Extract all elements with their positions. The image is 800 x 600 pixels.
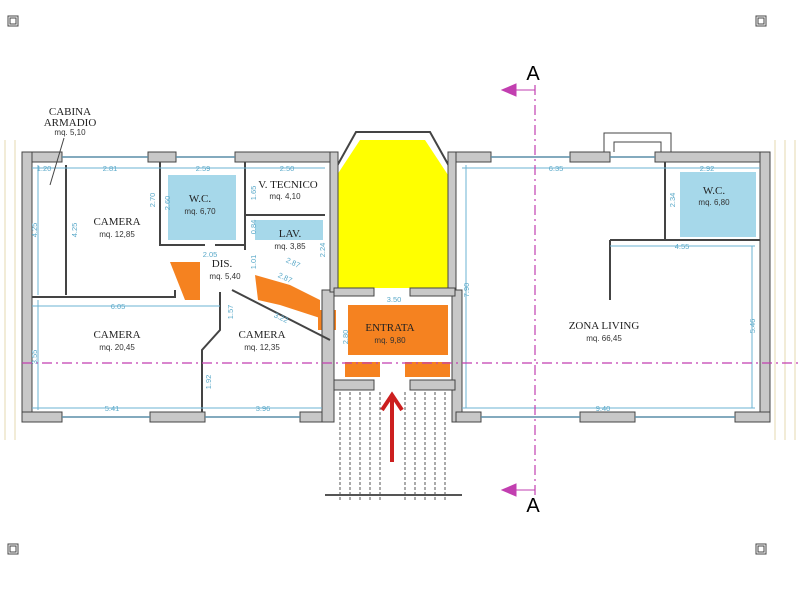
wc2-fill <box>680 172 756 237</box>
room-living-name: ZONA LIVING <box>569 320 640 332</box>
lav-fill <box>255 220 323 240</box>
room-entrata-name: ENTRATA <box>365 322 414 334</box>
dimension-label: 2.92 <box>700 164 715 173</box>
dimension-label: 1.65 <box>249 186 258 201</box>
section-label-bottom: A <box>526 495 540 517</box>
dimension-label: 4.25 <box>30 223 39 238</box>
room-lav-area: mq. 3,85 <box>274 242 306 251</box>
dimension-label: 3.96 <box>256 404 271 413</box>
dimension-label: 1.92 <box>204 375 213 390</box>
dimension-label: 2.34 <box>668 193 677 208</box>
dimension-lines <box>32 165 760 410</box>
section-label-top: A <box>526 63 540 85</box>
dimension-label: 6.05 <box>111 302 126 311</box>
room-dis-name: DIS. <box>212 258 233 270</box>
dimension-label: 2.50 <box>280 164 295 173</box>
dimension-label: 4.55 <box>675 242 690 251</box>
room-living-area: mq. 66,45 <box>586 334 622 343</box>
entrance-stairs <box>339 392 446 500</box>
dimension-label: 5.46 <box>748 319 757 334</box>
dimension-label: 3.55 <box>30 350 39 365</box>
dimension-label: 5.41 <box>105 404 120 413</box>
dimension-label: 0.84 <box>249 220 258 235</box>
room-camera3-name: CAMERA <box>238 329 285 341</box>
dimension-label: 2.24 <box>318 243 327 258</box>
room-entrata-area: mq. 9,80 <box>374 336 406 345</box>
room-camera2-name: CAMERA <box>93 329 140 341</box>
room-cabina-name2: ARMADIO <box>44 117 97 129</box>
dimension-label: 2.59 <box>196 164 211 173</box>
dimension-label: 2.05 <box>203 250 218 259</box>
dimension-label: 9.40 <box>596 404 611 413</box>
dimension-label: 2.80 <box>341 330 350 345</box>
room-wc1-area: mq. 6,70 <box>184 207 216 216</box>
windows <box>62 156 735 418</box>
wc1-fill <box>168 175 236 240</box>
partitions <box>32 162 760 412</box>
room-camera2-area: mq. 20,45 <box>99 343 135 352</box>
chimney <box>603 132 672 152</box>
section-arrow-icon <box>500 83 535 497</box>
dimension-labels: 1.20 2.81 2.59 2.50 4.25 4.25 2.70 2.60 … <box>30 164 757 413</box>
entrance-fill <box>170 262 450 377</box>
room-cabina-area: mq. 5,10 <box>54 128 86 137</box>
room-camera3-area: mq. 12,35 <box>244 343 280 352</box>
room-vtecnico-name: V. TECNICO <box>258 179 318 191</box>
dimension-label: 1.01 <box>249 255 258 270</box>
dimension-label: 3.22 <box>273 311 290 325</box>
room-vtecnico-area: mq. 4,10 <box>269 192 301 201</box>
dimension-label: 2.60 <box>163 196 172 211</box>
room-camera1-area: mq. 12,85 <box>99 230 135 239</box>
dimension-label: 1.20 <box>37 164 52 173</box>
stair-core-fill <box>337 140 448 288</box>
dimension-label: 7.90 <box>462 283 471 298</box>
exterior-hatching <box>4 140 796 440</box>
dimension-label: 2.87 <box>285 256 302 270</box>
dimension-label: 2.70 <box>148 193 157 208</box>
dimension-label: 1.57 <box>226 305 235 320</box>
leader-line <box>49 137 65 186</box>
entrance-arrow-icon <box>380 391 404 462</box>
room-dis-area: mq. 5,40 <box>209 272 241 281</box>
dimension-label: 2.81 <box>103 164 118 173</box>
dimension-label: 3.50 <box>387 295 402 304</box>
dimension-label: 4.25 <box>70 223 79 238</box>
section-line <box>22 85 800 495</box>
walls <box>21 151 771 423</box>
room-wc2-name: W.C. <box>703 185 725 197</box>
dimension-label: 6.35 <box>549 164 564 173</box>
room-lav-name: LAV. <box>279 228 302 240</box>
room-cabina-name: CABINA <box>49 106 91 118</box>
tower-outline <box>331 131 455 176</box>
corner-markers <box>7 15 767 555</box>
room-wc1-name: W.C. <box>189 193 211 205</box>
room-camera1-name: CAMERA <box>93 216 140 228</box>
room-wc2-area: mq. 6,80 <box>698 198 730 207</box>
